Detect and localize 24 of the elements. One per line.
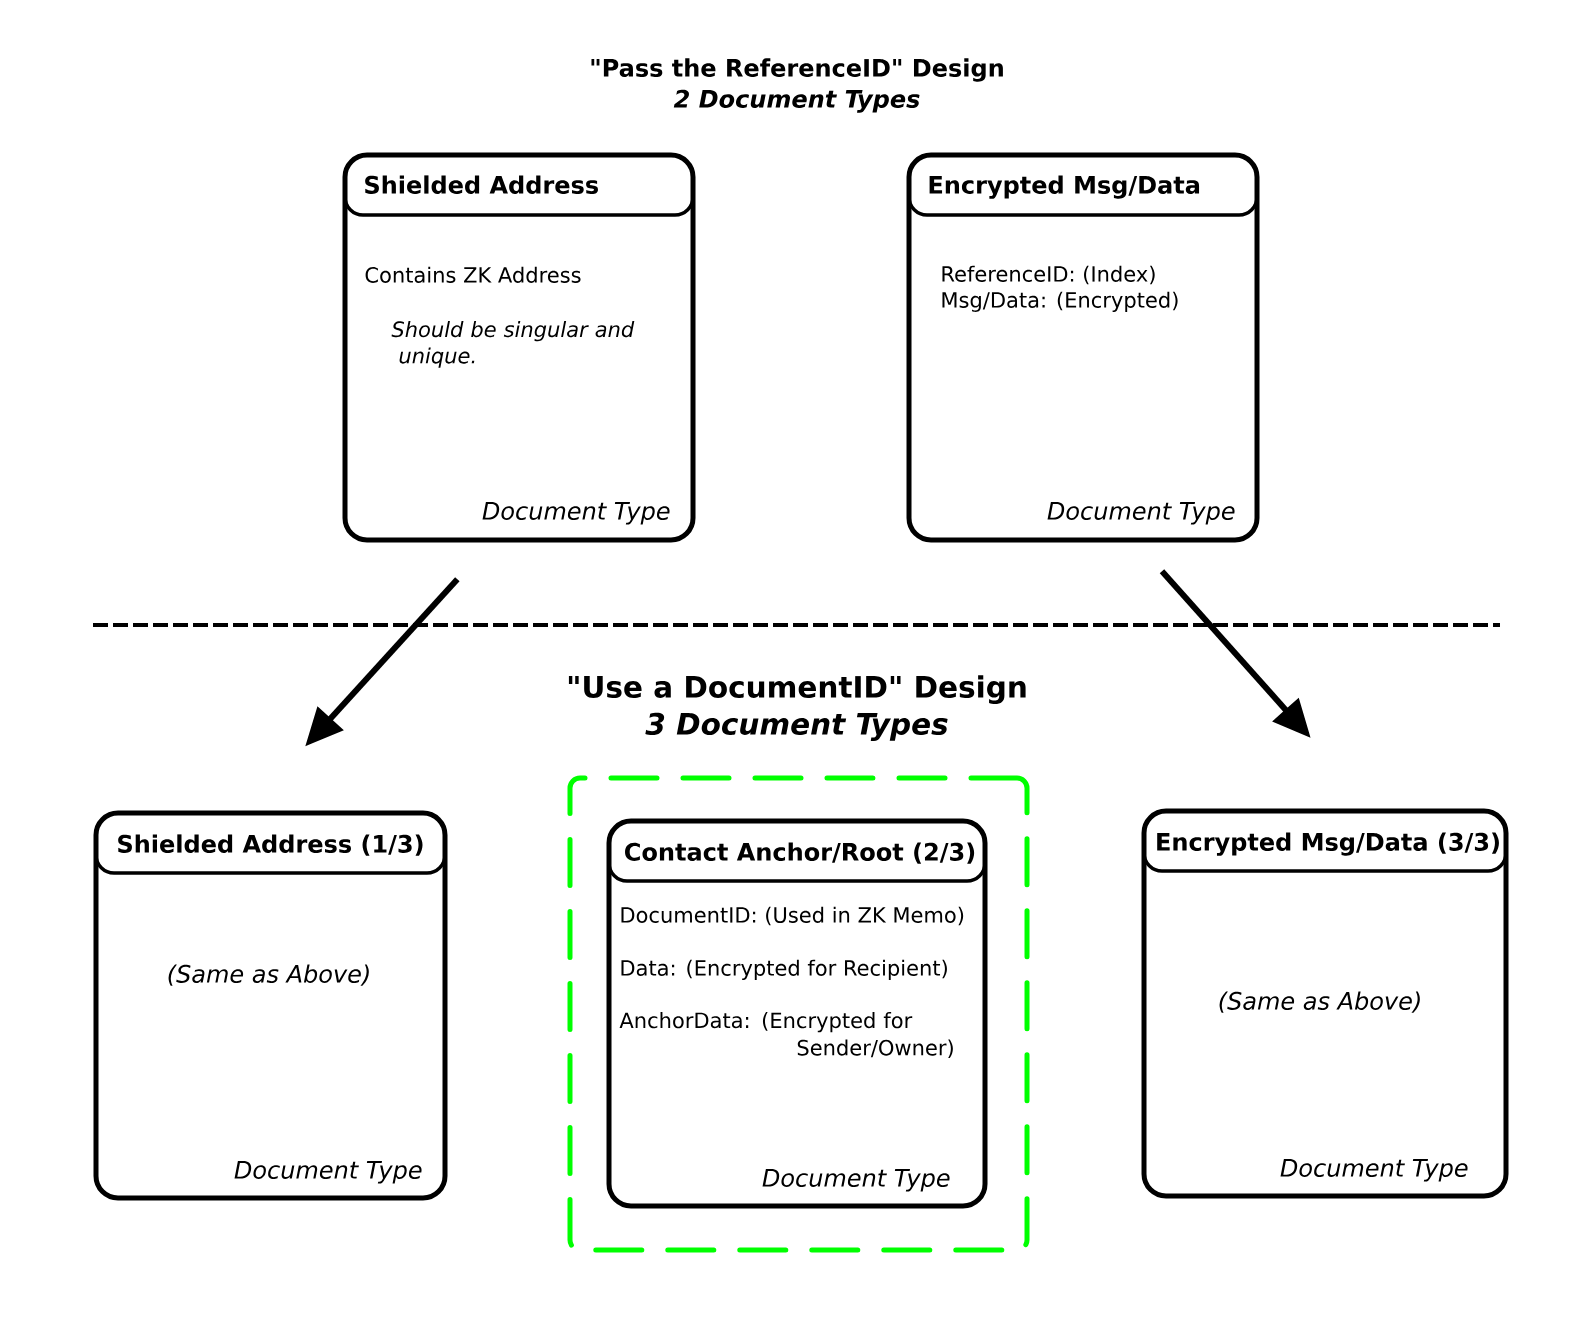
- dashed-frame: [567, 775, 1030, 1253]
- header-text: Encrypted Msg/Data (3/3): [1157, 832, 1499, 856]
- note-text: Should be singular and unique.: [391, 321, 635, 368]
- type-label: Document Type: [762, 1169, 950, 1192]
- heading-text: "Use a DocumentID" Design: [568, 675, 1026, 704]
- field-text: Contains ZK Address: [365, 266, 581, 283]
- header-text: Shielded Address: [365, 175, 598, 194]
- subheading-text: 2 Document Types: [673, 89, 920, 113]
- subheading-text: 3 Document Types: [645, 712, 948, 741]
- type-label: Document Type: [1047, 502, 1235, 525]
- header-text: Contact Anchor/Root (2/3): [625, 842, 975, 864]
- field-text: Data: (Encrypted for Recipient): [621, 959, 947, 980]
- field-text: AnchorData: (Encrypted for Sender/Owner): [619, 1012, 953, 1059]
- heading-text: "Pass the ReferenceID" Design: [591, 58, 1003, 82]
- placeholder-text: (Same as Above): [1219, 991, 1420, 1013]
- type-label: Document Type: [482, 502, 670, 525]
- field-text: ReferenceID: (Index): [942, 265, 1155, 285]
- type-label: Document Type: [234, 1161, 422, 1184]
- type-label: Document Type: [1280, 1159, 1468, 1182]
- placeholder-text: (Same as Above): [168, 964, 369, 986]
- field-text: Msg/Data: (Encrypted): [942, 291, 1178, 312]
- header-text: Shielded Address (1/3): [118, 834, 423, 856]
- header-text: Encrypted Msg/Data: [929, 175, 1200, 199]
- field-text: DocumentID: (Used in ZK Memo): [621, 906, 964, 926]
